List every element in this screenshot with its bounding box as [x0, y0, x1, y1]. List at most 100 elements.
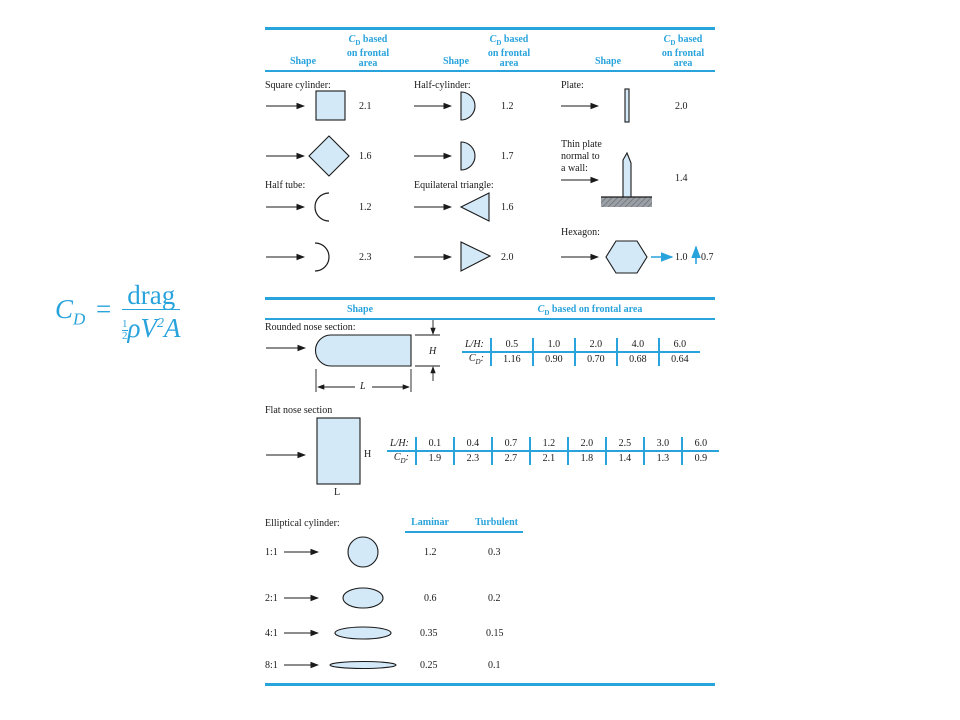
middle-table-header-rule [265, 318, 715, 320]
rounded-lh-cell: 6.0 [657, 338, 700, 353]
triangle-flat-cd: 2.0 [501, 252, 514, 263]
half-cylinder-flat-front-shape [460, 91, 476, 121]
rounded-cd-cell: 0.64 [657, 352, 700, 366]
ellipse-ratio: 2:1 [265, 593, 278, 604]
table-bottom-rule [265, 683, 715, 686]
ellipse-ratio: 8:1 [265, 660, 278, 671]
ellipse-laminar-cd: 1.2 [424, 547, 437, 558]
laminar-header: Laminar [411, 517, 449, 528]
middle-shape-header: Shape [346, 304, 374, 315]
rounded-dim-l: L [360, 381, 366, 392]
plate-shape [624, 88, 630, 123]
flat-cd-cell: 1.9 [414, 451, 454, 465]
ellipse-laminar-cd: 0.25 [420, 660, 438, 671]
rounded-dim-h: H [429, 346, 437, 357]
flat-lh-cell: 0.1 [414, 437, 454, 452]
ellipse-turbulent-cd: 0.2 [488, 593, 501, 604]
top-table-top-rule [265, 27, 715, 30]
ellipse-turbulent-cd: 0.3 [488, 547, 501, 558]
half-cylinder-flat-cd: 1.2 [501, 101, 514, 112]
rounded-nose-label: Rounded nose section: [265, 322, 356, 333]
ellipse-ratio: 1:1 [265, 547, 278, 558]
rounded-lh-cell: 4.0 [615, 338, 659, 353]
flat-lh-cell: 0.7 [490, 437, 530, 452]
top-table-header-rule [265, 70, 715, 72]
ellipse-8-1-shape [329, 660, 397, 670]
top-shape-header-1: Shape [289, 56, 317, 67]
flat-cd-cell: 1.3 [642, 451, 682, 465]
half-tube-convex-cd: 2.3 [359, 252, 372, 263]
flat-cd-cell: 2.3 [452, 451, 492, 465]
flat-cd-cell: 2.7 [490, 451, 530, 465]
ellipse-ratio: 4:1 [265, 628, 278, 639]
ellipse-1-1-shape [347, 536, 379, 568]
flat-lh-label: L/H: [387, 437, 416, 452]
flat-cd-cell: 1.8 [566, 451, 606, 465]
half-tube-convex-shape [314, 242, 330, 272]
flat-lh-cell: 3.0 [642, 437, 682, 452]
flat-lh-cell: 2.5 [604, 437, 644, 452]
elliptical-cylinder-label: Elliptical cylinder: [265, 518, 340, 529]
wall-hatch [601, 197, 652, 207]
turbulent-header: Turbulent [475, 517, 518, 528]
plate-label: Plate: [561, 80, 584, 91]
half-tube-concave-shape [314, 192, 330, 222]
square-cylinder-cd: 2.1 [359, 101, 372, 112]
flat-cd-cell: 0.9 [680, 451, 719, 465]
half-tube-label: Half tube: [265, 180, 306, 191]
half-cylinder-label: Half-cylinder: [414, 80, 471, 91]
rounded-cd-label: CD: [468, 353, 484, 366]
diamond-cylinder-shape [308, 135, 350, 177]
rounded-lh-cell: 1.0 [531, 338, 575, 353]
ellipse-laminar-cd: 0.35 [420, 628, 438, 639]
rounded-cd-cell: 0.90 [531, 352, 575, 366]
triangle-flat-front-shape [460, 241, 492, 272]
flat-dim-l: L [334, 487, 341, 498]
rounded-cd-cell: 1.16 [489, 352, 533, 366]
flat-nose-table: L/H: 0.1 0.4 0.7 1.2 2.0 2.5 3.0 6.0 CD:… [387, 437, 719, 465]
square-cylinder-label: Square cylinder: [265, 80, 331, 91]
equilateral-triangle-label: Equilateral triangle: [414, 180, 494, 191]
hexagon-cd-vertical: 0.7 [701, 252, 714, 263]
half-cylinder-round-front-shape [460, 141, 476, 171]
hexagon-cd-horizontal: 1.0 [675, 252, 688, 263]
middle-table-top-rule [265, 297, 715, 300]
rounded-nose-shape [315, 334, 412, 367]
triangle-point-cd: 1.6 [501, 202, 514, 213]
rounded-cd-cell: 0.68 [615, 352, 659, 366]
rounded-nose-table: L/H: 0.5 1.0 2.0 4.0 6.0 CD: 1.16 0.90 0… [462, 338, 700, 366]
ellipse-turbulent-cd: 0.15 [486, 628, 504, 639]
flat-cd-label: CD: [393, 452, 409, 465]
half-tube-concave-cd: 1.2 [359, 202, 372, 213]
flat-dim-h: H [364, 449, 372, 460]
hexagon-shape [605, 240, 648, 274]
hexagon-label: Hexagon: [561, 227, 600, 238]
flat-lh-cell: 2.0 [566, 437, 606, 452]
triangle-point-front-shape [459, 192, 490, 222]
flat-cd-cell: 1.4 [604, 451, 644, 465]
top-shape-header-3: Shape [594, 56, 622, 67]
flat-nose-shape [316, 417, 361, 485]
diamond-cylinder-cd: 1.6 [359, 151, 372, 162]
formula-cd-symbol: CD [55, 293, 86, 329]
flat-lh-cell: 0.4 [452, 437, 492, 452]
ellipse-turbulent-cd: 0.1 [488, 660, 501, 671]
flat-lh-cell: 6.0 [680, 437, 719, 452]
ellipse-2-1-shape [342, 587, 384, 609]
plate-cd: 2.0 [675, 101, 688, 112]
half-cylinder-round-cd: 1.7 [501, 151, 514, 162]
ellipse-laminar-cd: 0.6 [424, 593, 437, 604]
top-shape-header-2: Shape [442, 56, 470, 67]
middle-cd-header: CD based on frontal area [537, 304, 643, 317]
flat-nose-label: Flat nose section [265, 405, 333, 416]
flat-cd-cell: 2.1 [528, 451, 568, 465]
rounded-lh-label: L/H: [462, 338, 491, 353]
flat-lh-cell: 1.2 [528, 437, 568, 452]
